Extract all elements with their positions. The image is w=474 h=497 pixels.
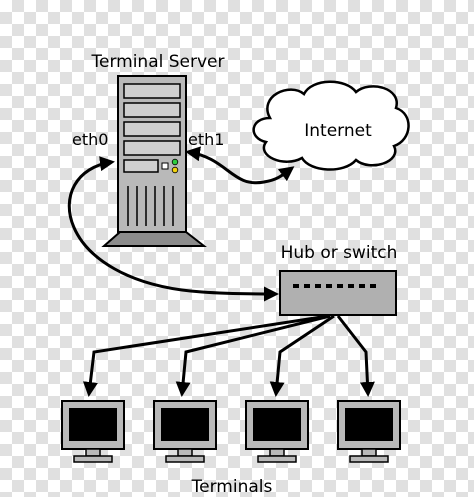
server-label: Terminal Server: [91, 52, 225, 72]
link-hub-terminal-3: [269, 314, 335, 397]
led-green: [171, 158, 179, 166]
terminal-3: [245, 400, 309, 463]
terminal-4: [337, 400, 401, 463]
terminal-1: [61, 400, 125, 463]
drive-bay-1: [123, 83, 181, 99]
link-hub-terminal-1: [82, 314, 329, 397]
internet-label: Internet: [304, 121, 372, 141]
eth0-label: eth0: [72, 130, 108, 149]
led-yellow: [171, 166, 179, 174]
hub-label: Hub or switch: [281, 243, 398, 263]
eth1-label: eth1: [188, 130, 224, 149]
link-hub-terminal-4: [336, 315, 375, 397]
hub-switch: [279, 270, 397, 316]
drive-bay-4: [123, 140, 181, 156]
power-button: [161, 162, 169, 170]
server-base: [101, 231, 207, 247]
hub-ports: [293, 284, 376, 288]
link-hub-terminal-2: [175, 314, 331, 397]
terminal-server: [101, 75, 207, 247]
hub-to-terminal-links: [82, 314, 375, 397]
terminals-label: Terminals: [191, 477, 273, 497]
drive-bay-3: [123, 121, 181, 137]
drive-bay-2: [123, 102, 181, 118]
link-eth0-hub: [67, 156, 279, 302]
floppy-slot: [123, 159, 159, 173]
terminal-2: [153, 400, 217, 463]
